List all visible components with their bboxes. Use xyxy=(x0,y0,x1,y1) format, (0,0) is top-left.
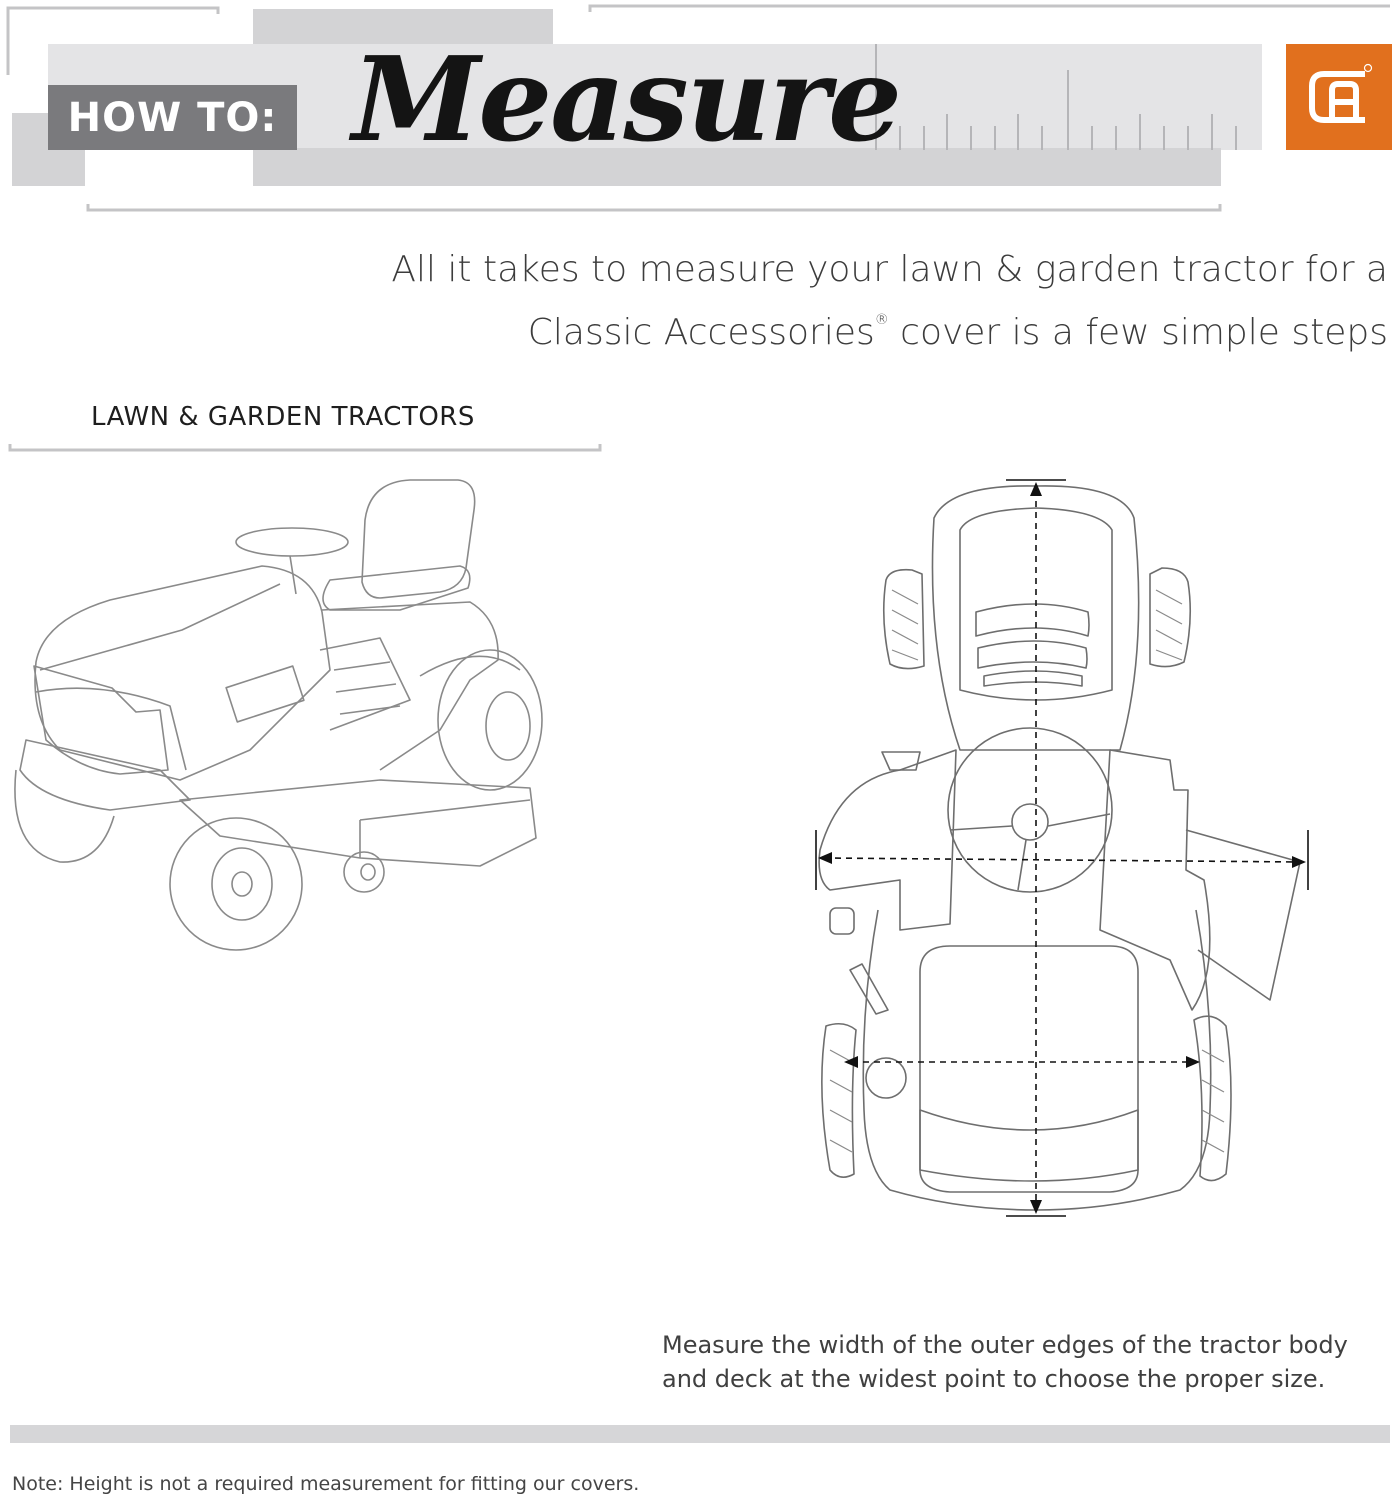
section-heading: LAWN & GARDEN TRACTORS xyxy=(91,402,475,432)
ca-monogram-icon xyxy=(1309,63,1373,123)
how-to-label: HOW TO: xyxy=(67,94,278,141)
footer-note: Note: Height is not a required measureme… xyxy=(12,1473,640,1495)
banner-accent-top xyxy=(253,9,553,45)
riding-tractor-side-view-icon xyxy=(14,479,543,951)
frame-lines xyxy=(6,4,1390,452)
page-title: Measure xyxy=(352,32,902,168)
intro-line-2-end: cover is a few simple steps xyxy=(888,312,1388,353)
instruction-line-2: and deck at the widest point to choose t… xyxy=(662,1365,1326,1393)
intro-text: All it takes to measure your lawn & gard… xyxy=(288,245,1388,358)
brand-logo xyxy=(1286,44,1392,150)
riding-tractor-top-view-icon xyxy=(815,479,1309,1217)
ruler-graphic xyxy=(875,44,1237,150)
banner-accent-bottom xyxy=(253,148,1221,186)
registered-mark: ® xyxy=(874,312,889,328)
intro-line-2: Classic Accessories® cover is a few simp… xyxy=(288,295,1388,358)
instruction-line-1: Measure the width of the outer edges of … xyxy=(662,1331,1348,1359)
brand-name: Classic Accessories xyxy=(527,312,875,353)
footer-divider xyxy=(10,1425,1390,1443)
how-to-badge: HOW TO: xyxy=(48,85,297,150)
measuring-instructions: Measure the width of the outer edges of … xyxy=(662,1328,1382,1396)
intro-line-1: All it takes to measure your lawn & gard… xyxy=(391,249,1388,290)
